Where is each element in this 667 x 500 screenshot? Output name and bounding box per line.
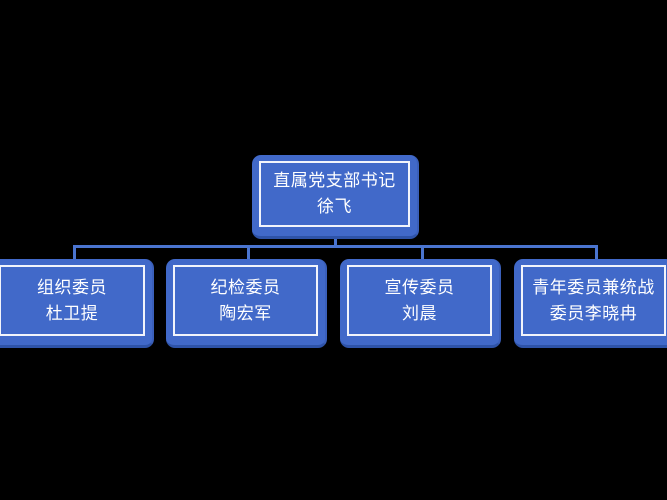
org-node-child-2-title: 纪检委员 — [210, 277, 281, 297]
org-node-child-1[interactable]: 组织委员 杜卫提 — [0, 259, 154, 348]
org-node-child-2-inner: 纪检委员 陶宏军 — [173, 265, 318, 336]
org-node-child-3-title: 宣传委员 — [384, 277, 455, 297]
org-node-child-1-name: 杜卫提 — [45, 303, 99, 323]
org-node-root[interactable]: 直属党支部书记 徐飞 — [252, 155, 419, 239]
connector-drop-child-1 — [73, 245, 76, 260]
org-node-child-4[interactable]: 青年委员兼统战 委员李晓冉 — [514, 259, 667, 348]
org-node-child-4-title: 青年委员兼统战 — [532, 277, 655, 297]
org-node-child-4-inner: 青年委员兼统战 委员李晓冉 — [521, 265, 666, 336]
connector-drop-child-2 — [247, 245, 250, 260]
org-node-root-title: 直属党支部书记 — [273, 171, 396, 190]
org-node-child-1-inner: 组织委员 杜卫提 — [0, 265, 145, 336]
connector-horizontal-bus — [73, 245, 598, 248]
org-node-child-3-name: 刘晨 — [402, 303, 437, 323]
org-node-root-name: 徐飞 — [317, 197, 352, 216]
org-node-child-2[interactable]: 纪检委员 陶宏军 — [166, 259, 327, 348]
connector-drop-child-3 — [421, 245, 424, 260]
org-node-child-4-name: 委员李晓冉 — [549, 303, 638, 323]
org-node-child-1-title: 组织委员 — [37, 277, 107, 297]
org-node-child-2-name: 陶宏军 — [219, 303, 272, 323]
connector-root-stem — [334, 236, 337, 248]
org-node-child-3-inner: 宣传委员 刘晨 — [347, 265, 492, 336]
org-node-root-inner: 直属党支部书记 徐飞 — [259, 161, 410, 227]
connector-drop-child-4 — [595, 245, 598, 260]
org-node-child-3[interactable]: 宣传委员 刘晨 — [340, 259, 501, 348]
